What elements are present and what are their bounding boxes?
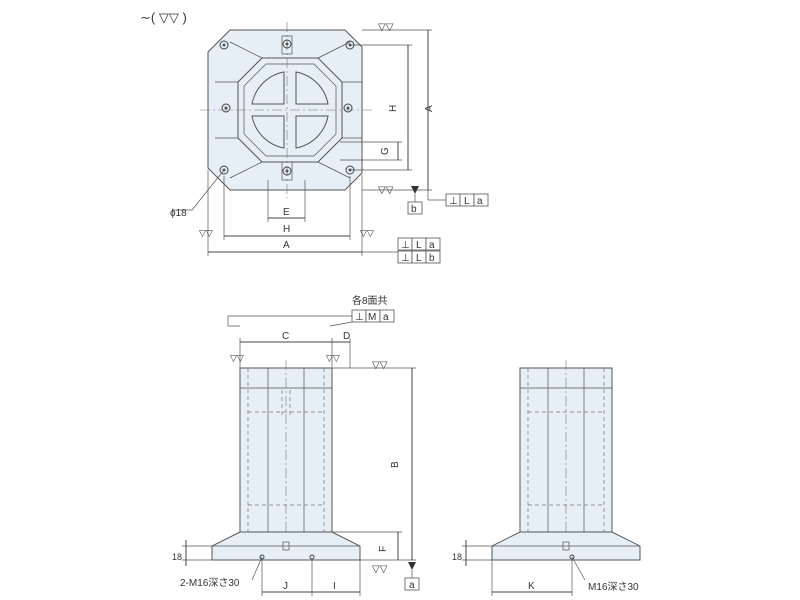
dim-K: K: [528, 581, 535, 592]
svg-text:⊥: ⊥: [401, 240, 410, 251]
finish-mark-bottom-right: ▽▽: [378, 185, 394, 196]
svg-text:⊥: ⊥: [355, 312, 364, 323]
dim-H-vertical: H: [388, 105, 399, 112]
surface-finish-symbol: ∼( ▽▽ ): [140, 10, 187, 25]
datum-a-box: [404, 577, 420, 591]
finish-mark-front-bottom: ▽▽: [372, 564, 388, 575]
svg-text:b: b: [429, 253, 435, 264]
dim-A-vertical: A: [424, 105, 435, 112]
dim-B: B: [390, 461, 401, 468]
dim-thickness-18-side: 18: [452, 552, 462, 562]
finish-mark-front-top: ▽▽: [372, 360, 388, 371]
datum-b-triangle: [411, 186, 419, 194]
svg-text:a: a: [429, 240, 435, 251]
dim-C: C: [282, 331, 289, 342]
top-view: A H G ▽▽ ▽▽ b ⊥ L a E H: [170, 22, 489, 264]
datum-b-label: b: [411, 204, 417, 215]
thread-note-side: M16深さ30: [588, 581, 639, 593]
svg-text:M: M: [368, 312, 376, 323]
dim-E: E: [283, 207, 290, 218]
top-view-octagon-inner: [243, 63, 337, 157]
gt-frame-bottom-2: ⊥ L b: [397, 250, 441, 264]
pocket-tr: [295, 71, 329, 105]
dim-thickness-18-front: 18: [172, 552, 182, 562]
pocket-tl: [251, 71, 285, 105]
gt-frame-top: ⊥ M a: [351, 309, 395, 323]
svg-text:⊥: ⊥: [449, 196, 458, 207]
svg-text:L: L: [464, 196, 470, 207]
dim-D: D: [343, 331, 350, 342]
dim-J: J: [283, 581, 288, 592]
hole-diameter-note: ϕ18: [170, 208, 187, 219]
dim-I: I: [333, 581, 336, 592]
datum-b-box: [407, 201, 423, 215]
gt-frame-bottom-1: ⊥ L a: [397, 237, 441, 251]
finish-mark-c-left: ▽▽: [230, 353, 244, 363]
svg-text:L: L: [416, 253, 422, 264]
pocket-bl: [251, 115, 285, 149]
svg-text:a: a: [383, 312, 389, 323]
datum-a-label: a: [409, 580, 415, 591]
finish-mark-right: ▽▽: [360, 228, 374, 238]
front-view: 各8面共 ⊥ M a C: [172, 294, 420, 596]
finish-mark-c-right: ▽▽: [326, 353, 340, 363]
dim-A-horizontal: A: [283, 240, 290, 251]
gt-frame-right: ⊥ L a: [445, 193, 489, 207]
svg-text:L: L: [416, 240, 422, 251]
note-all-eight-faces: 各8面共: [352, 294, 388, 307]
finish-mark-left: ▽▽: [199, 228, 213, 238]
side-view: 18 K M16深さ30: [452, 360, 641, 596]
dim-F: F: [378, 546, 389, 552]
thread-note-front: 2-M16深さ30: [180, 577, 240, 589]
datum-a-triangle: [408, 562, 416, 570]
finish-mark-top-right: ▽▽: [378, 22, 394, 33]
dim-G: G: [380, 147, 391, 155]
dim-H-horizontal: H: [283, 224, 290, 235]
pocket-br: [295, 115, 329, 149]
svg-text:a: a: [477, 196, 483, 207]
svg-text:⊥: ⊥: [401, 253, 410, 264]
